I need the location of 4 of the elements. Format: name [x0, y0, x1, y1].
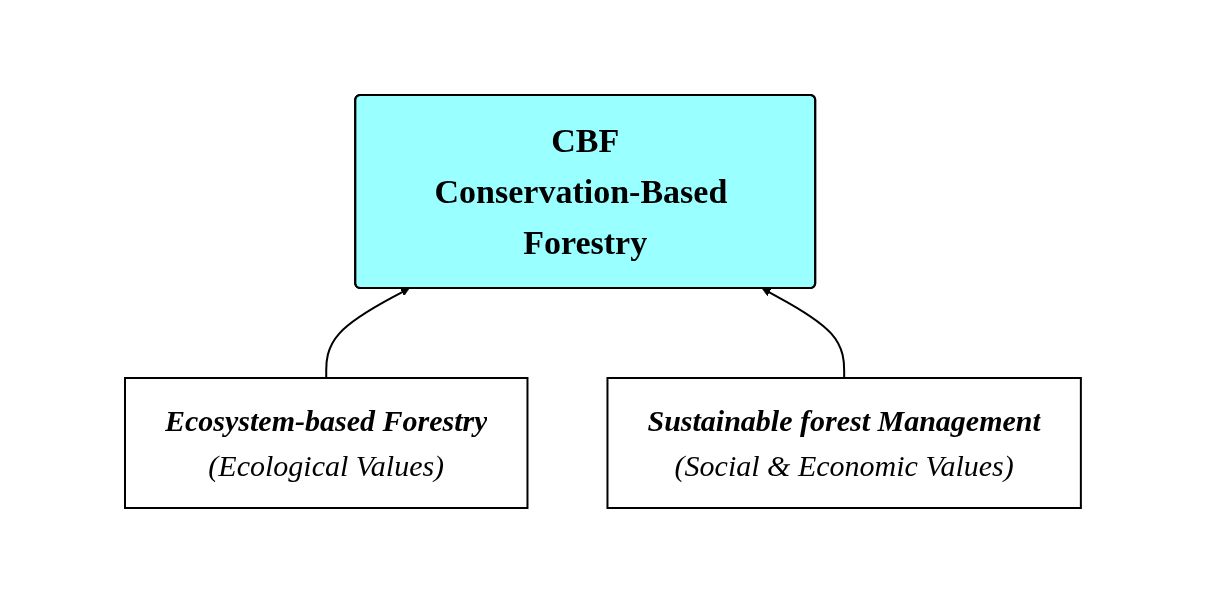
node-box: Sustainable forest Management (Social & Economic Values) [606, 377, 1082, 509]
arrow [761, 288, 845, 379]
arrow [324, 288, 410, 379]
node-box: Ecosystem-based Forestry (Ecological Values) [123, 377, 529, 509]
